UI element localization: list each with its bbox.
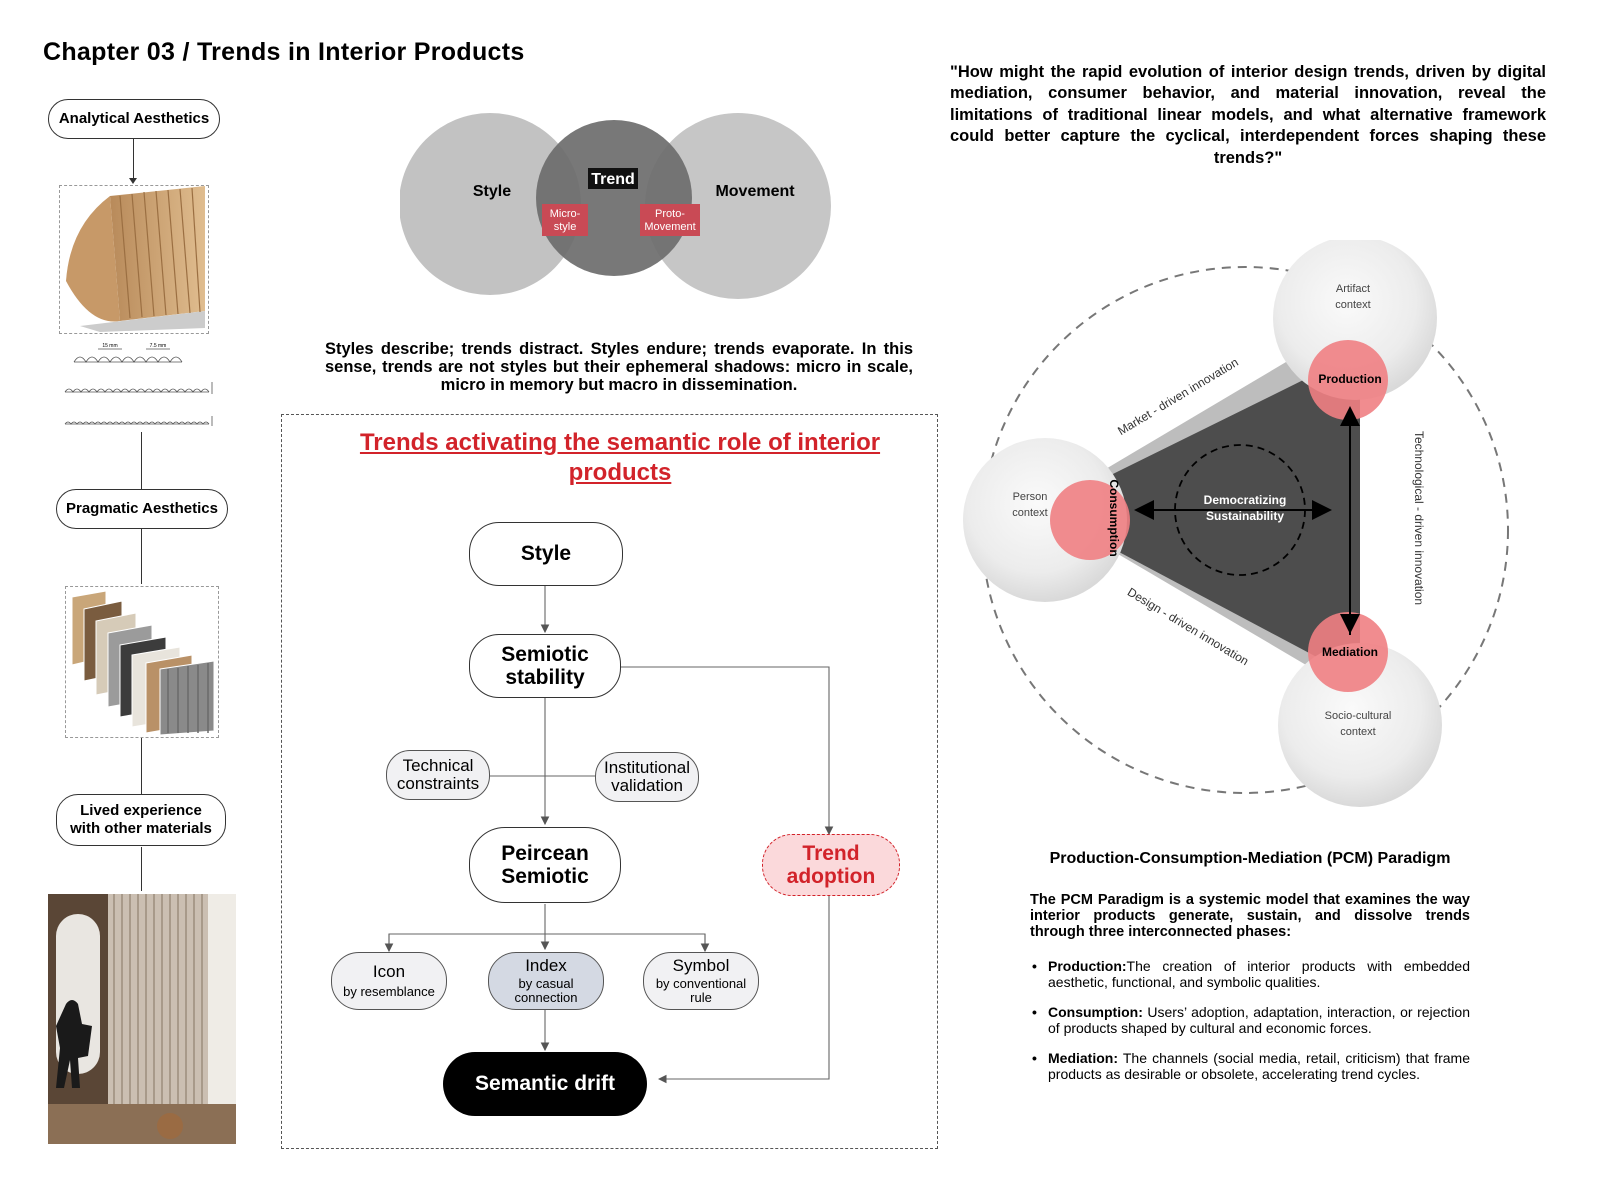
sociocultural-sphere <box>1278 643 1442 807</box>
semantic-flow-box <box>281 414 938 1149</box>
arrow-head <box>129 178 137 184</box>
bullet-text: Users’ adoption, adaptation, interaction… <box>1048 1004 1470 1037</box>
dim-label-15mm: 15 mm <box>102 343 117 349</box>
venn-movement-label: Movement <box>715 183 795 200</box>
index-sub-label: by casual connection <box>514 976 578 1005</box>
styles-statement: Styles describe; trends distract. Styles… <box>325 340 913 395</box>
icon-label: Icon <box>372 962 406 982</box>
institutional-validation-label: Institutional validation <box>604 758 690 795</box>
pcm-description: The PCM Paradigm is a systemic model tha… <box>1030 892 1470 940</box>
trend-adoption-node: Trend adoption <box>762 834 900 896</box>
bullet-text: The creation of interior products with e… <box>1048 958 1470 991</box>
venn-style-label: Style <box>473 183 511 200</box>
institutional-validation-node: Institutional validation <box>595 752 699 802</box>
protomovement-bg <box>640 204 700 236</box>
style-circle <box>400 113 581 295</box>
pragmatic-aesthetics-label: Pragmatic Aesthetics <box>56 489 228 529</box>
connector-line <box>141 738 142 794</box>
dim-label-7-5mm: 7.5 mm <box>150 343 167 349</box>
mediation-circle <box>1308 612 1388 692</box>
bullet-term: Mediation: <box>1048 1050 1118 1067</box>
microstyle-label: Micro-style <box>550 208 581 233</box>
index-node: Index by casual connection <box>488 952 604 1010</box>
connector-line <box>141 432 142 490</box>
lived-experience-label: Lived experience with other materials <box>56 794 226 846</box>
consumption-circle <box>1050 480 1130 560</box>
flow-title: Trends activating the semantic role of i… <box>359 429 881 486</box>
symbol-node: Symbol by conventional rule <box>643 952 759 1010</box>
profile-dimension-drawings: 15 mm 7.5 mm <box>64 343 213 426</box>
outer-dashed-ring <box>981 266 1509 794</box>
bullet-term: Consumption: <box>1048 1004 1143 1021</box>
icon-sub-label: by resemblance <box>343 984 435 1000</box>
connector-line <box>141 847 142 891</box>
style-node: Style <box>469 522 623 586</box>
connector-line <box>133 138 134 180</box>
material-samples-image <box>65 586 219 738</box>
bullet-production: Production:The creation of interior prod… <box>1030 958 1470 990</box>
venn-trend-label: Trend <box>591 171 635 188</box>
symbol-label: Symbol <box>672 956 730 976</box>
fluted-panel-image <box>59 185 209 334</box>
flow-connectors <box>384 585 834 1084</box>
analytical-aesthetics-label: Analytical Aesthetics <box>48 99 220 139</box>
bullet-text: The channels (social media, retail, crit… <box>1048 1050 1470 1083</box>
interior-photo <box>48 894 236 1144</box>
semiotic-stability-node: Semiotic stability <box>469 634 621 698</box>
trends-axis-label: TRENDS <box>1361 493 1375 542</box>
bullet-consumption: Consumption: Users’ adoption, adaptation… <box>1030 1004 1470 1036</box>
consumption-label: Consumption <box>1107 479 1121 556</box>
mediation-label: Mediation <box>1322 645 1378 659</box>
interior-photo-illustration <box>48 894 236 1144</box>
material-samples-illustration <box>71 590 215 736</box>
trend-label-bg <box>588 168 638 189</box>
technological-driven-label: Technological - driven innovation <box>1412 431 1426 605</box>
peircean-semiotic-node: Peircean Semiotic <box>469 827 621 903</box>
connector-line <box>141 528 142 584</box>
production-label: Production <box>1318 372 1381 386</box>
trend-circle <box>536 120 692 276</box>
pcm-title: Production-Consumption-Mediation (PCM) P… <box>1049 850 1451 867</box>
pcm-bullet-list: Production:The creation of interior prod… <box>1030 958 1470 1097</box>
person-sphere <box>963 438 1127 602</box>
movement-circle <box>645 113 831 299</box>
bullet-term: Production: <box>1048 958 1127 974</box>
page-title: Chapter 03 / Trends in Interior Products <box>43 38 525 66</box>
bullet-mediation: Mediation: The channels (social media, r… <box>1030 1050 1470 1082</box>
fluted-panel-illustration <box>66 186 205 332</box>
semantic-drift-node: Semantic drift <box>443 1052 647 1116</box>
dark-triangle <box>1040 352 1360 680</box>
research-question: "How might the rapid evolution of interi… <box>950 63 1546 167</box>
microstyle-bg <box>542 204 588 236</box>
production-circle <box>1308 340 1388 420</box>
technical-constraints-node: Technical constraints <box>386 750 490 800</box>
index-label: Index <box>525 956 567 976</box>
icon-node: Icon by resemblance <box>331 952 447 1010</box>
protomovement-label: Proto-Movement <box>644 208 695 233</box>
technical-constraints-label: Technical constraints <box>396 756 480 793</box>
venn-diagram: Style Movement Trend Micro-style Proto-M… <box>400 113 831 299</box>
symbol-sub-label: by conventional rule <box>655 976 747 1005</box>
